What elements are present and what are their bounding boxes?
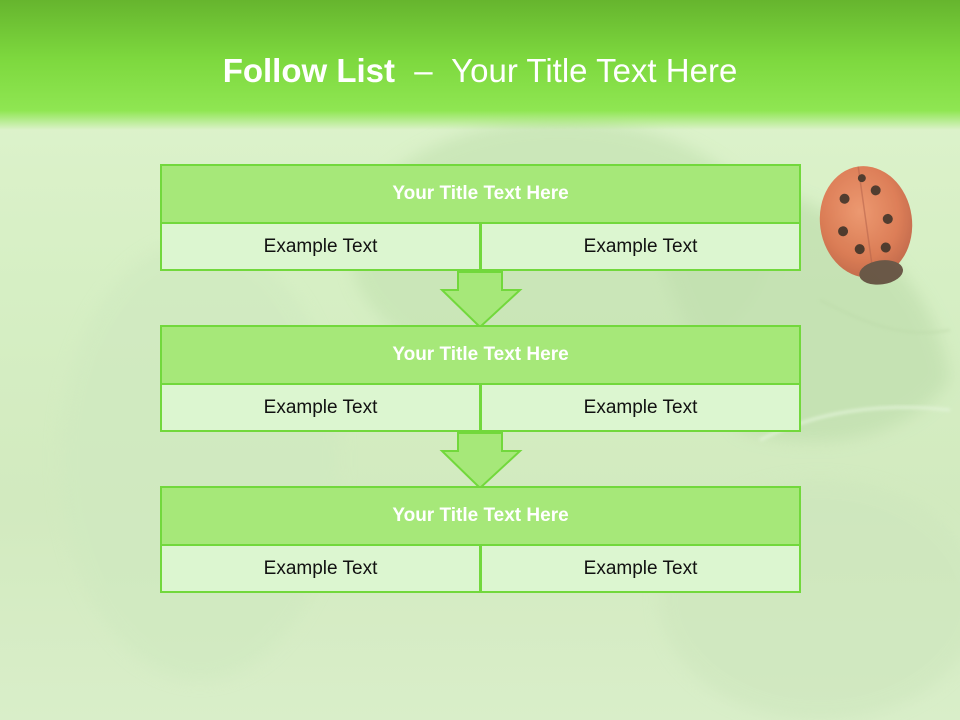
- step-title: Your Title Text Here: [160, 486, 801, 546]
- step-title: Your Title Text Here: [160, 164, 801, 224]
- slide-title: Follow List – Your Title Text Here: [0, 52, 960, 90]
- flow-step-3: Your Title Text Here Example Text Exampl…: [160, 486, 801, 593]
- step-right-text: Example Text: [480, 222, 801, 271]
- title-bold: Follow List: [222, 52, 396, 89]
- ladybug-icon: [819, 166, 913, 285]
- flow-step-1: Your Title Text Here Example Text Exampl…: [160, 164, 801, 271]
- title-rest: Your Title Text Here: [451, 52, 738, 89]
- header-band: [0, 0, 960, 130]
- step-title: Your Title Text Here: [160, 325, 801, 385]
- title-separator: –: [414, 52, 433, 89]
- step-left-text: Example Text: [160, 222, 480, 271]
- flow-step-2: Your Title Text Here Example Text Exampl…: [160, 325, 801, 432]
- step-left-text: Example Text: [160, 383, 480, 432]
- step-right-text: Example Text: [480, 383, 801, 432]
- step-right-text: Example Text: [480, 544, 801, 593]
- down-arrow-icon: [439, 271, 523, 329]
- down-arrow-icon: [439, 432, 523, 490]
- step-left-text: Example Text: [160, 544, 480, 593]
